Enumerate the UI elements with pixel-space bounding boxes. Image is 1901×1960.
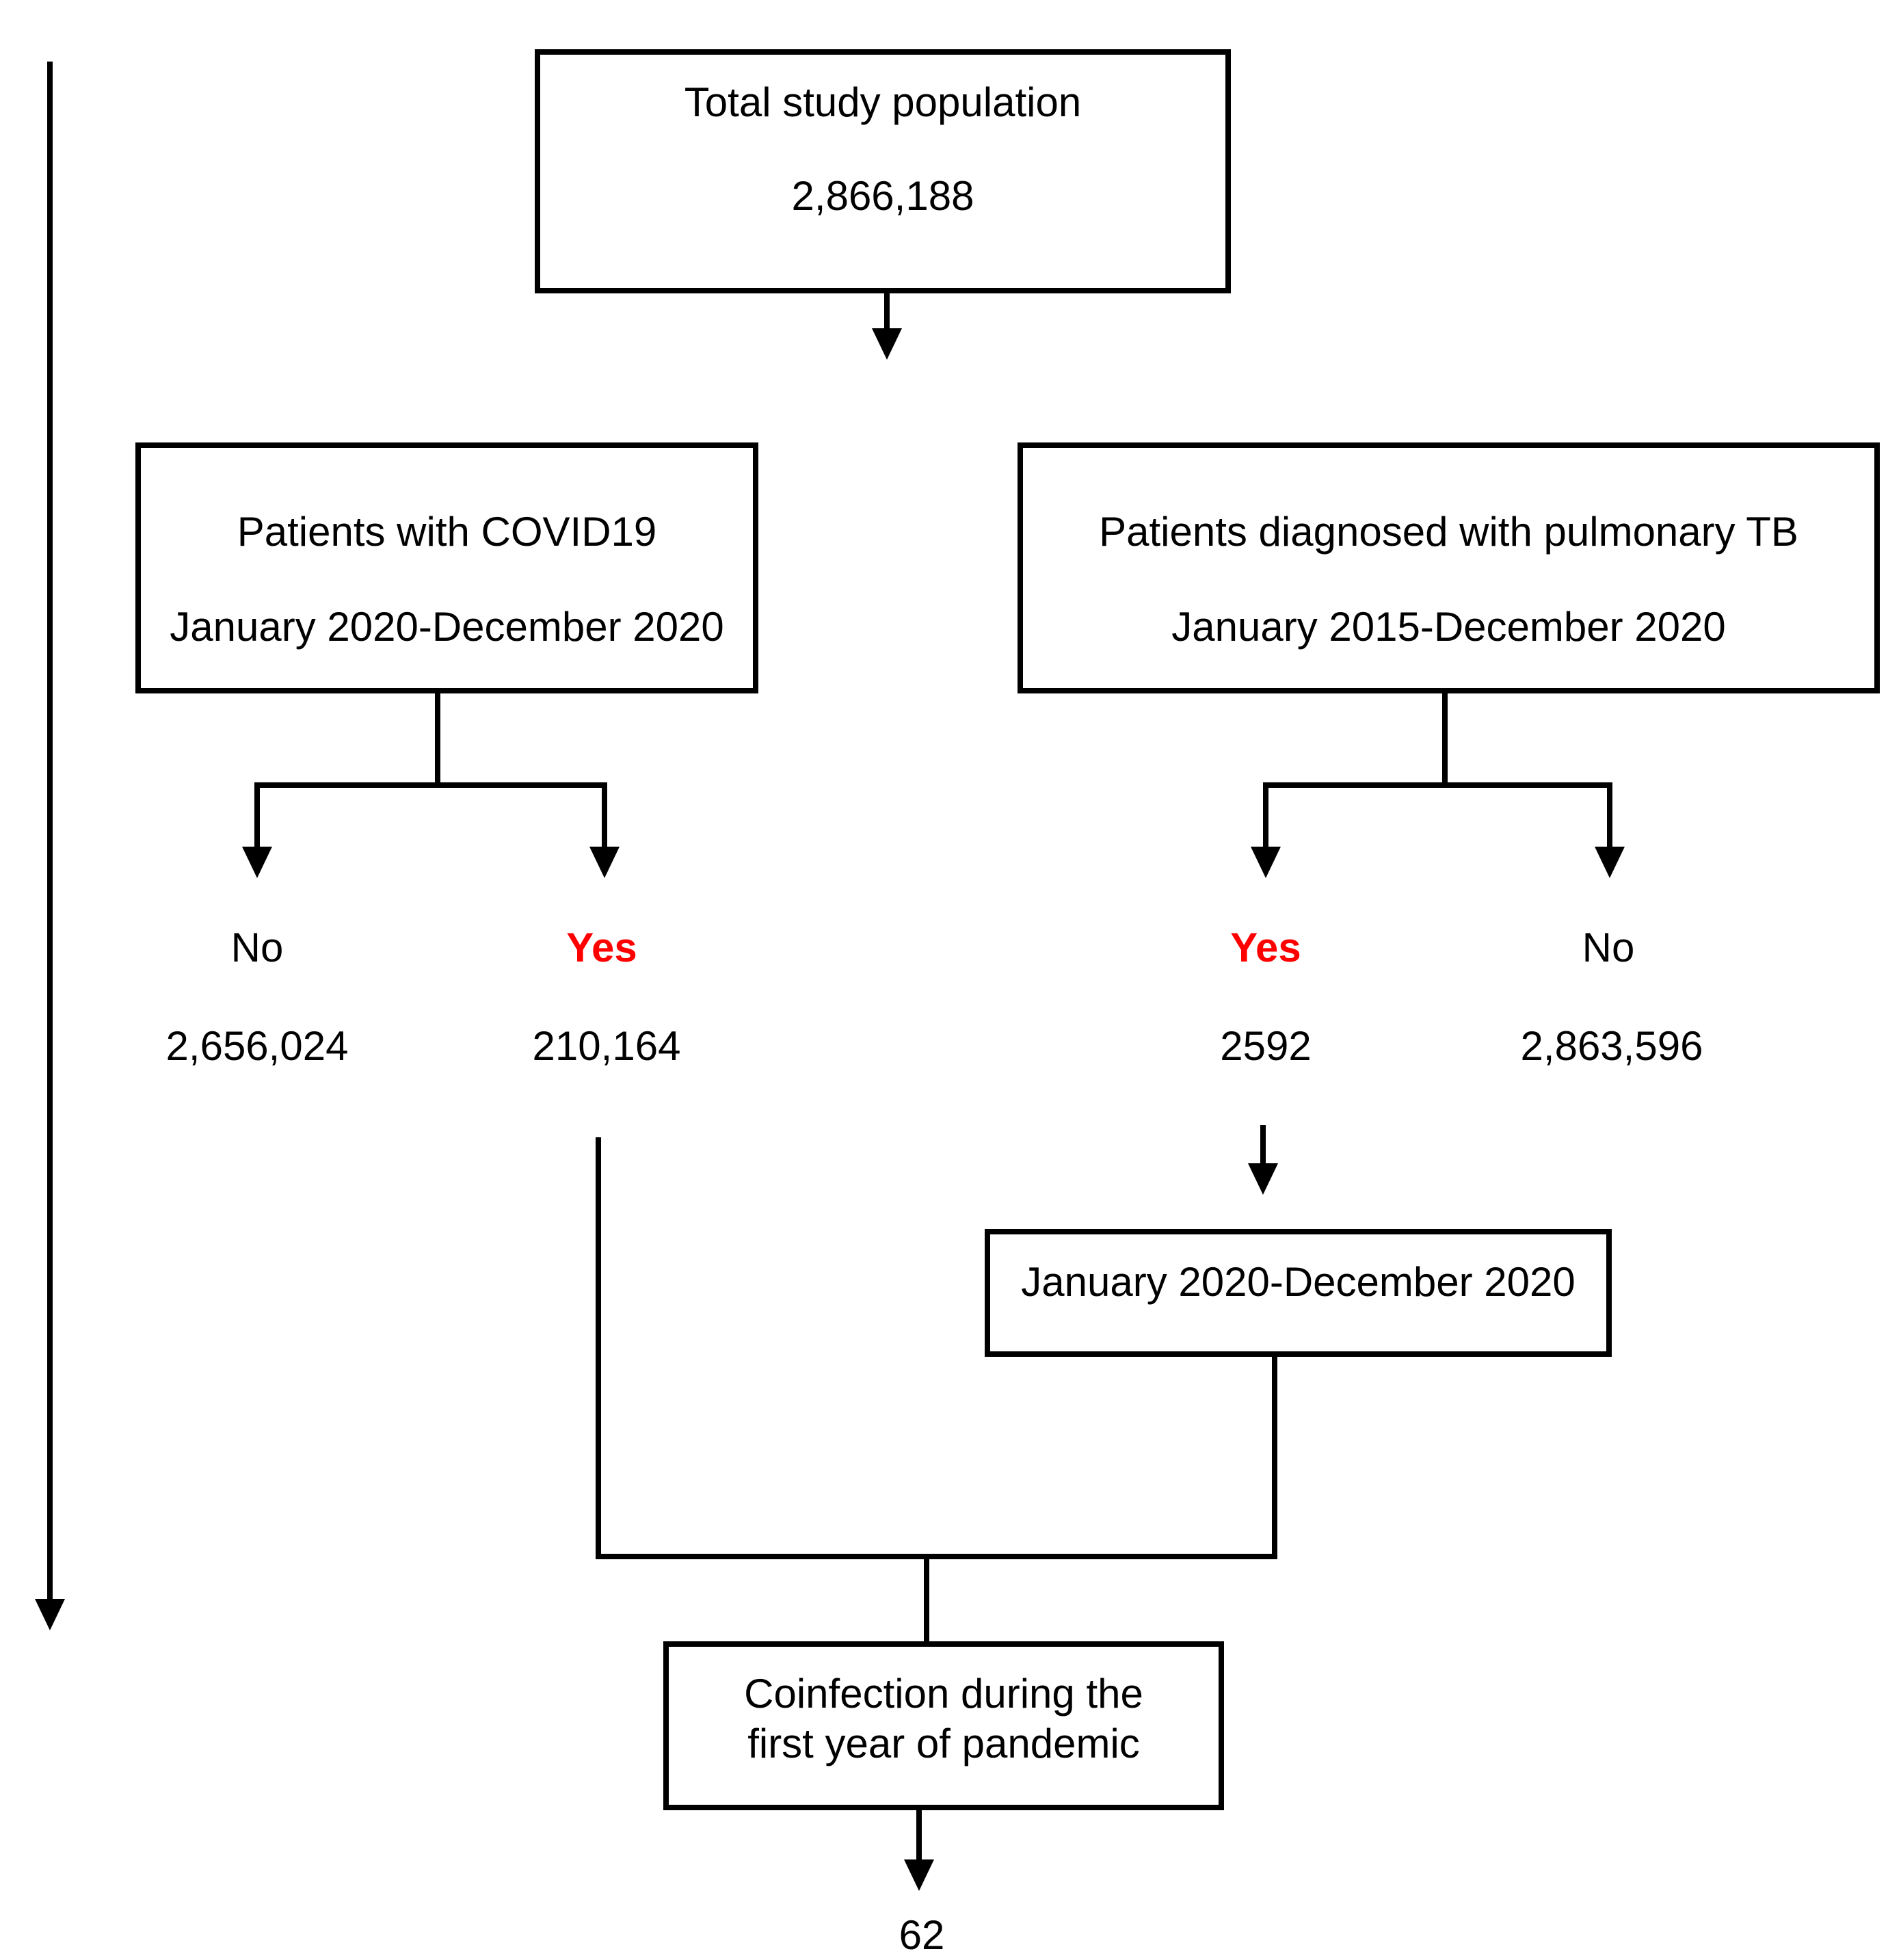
tb-patients-box: Patients diagnosed with pulmonary TB Jan…: [1018, 442, 1880, 693]
tb-box-period: January 2015-December 2020: [1171, 604, 1726, 650]
tb-no-count: 2,863,596: [1520, 1023, 1703, 1069]
arrow-down-icon: [35, 1599, 65, 1630]
covid-yes-label: Yes: [566, 925, 637, 970]
arrow-down-icon: [1251, 847, 1281, 878]
total-population-title: Total study population: [684, 79, 1082, 125]
tb-yes-label: Yes: [1230, 925, 1301, 970]
coinfection-count: 62: [899, 1912, 945, 1958]
total-to-row2-arrow-line: [884, 293, 890, 331]
tb-branch-stem-line: [1442, 693, 1448, 787]
join-horizontal-line: [596, 1554, 1277, 1559]
covid-box-period: January 2020-December 2020: [170, 604, 724, 650]
tb-box-title: Patients diagnosed with pulmonary TB: [1099, 509, 1798, 555]
total-population-value: 2,866,188: [791, 173, 974, 219]
covid-box-title: Patients with COVID19: [237, 509, 657, 555]
covid-yes-drop-line: [602, 782, 607, 848]
coinfection-box: Coinfection during the first year of pan…: [663, 1641, 1224, 1810]
total-population-box: Total study population 2,866,188: [535, 49, 1231, 293]
covid-patients-box: Patients with COVID19 January 2020-Decem…: [135, 442, 758, 693]
coinfection-box-line1: Coinfection during the: [744, 1671, 1143, 1717]
arrow-down-icon: [1595, 847, 1625, 878]
covidyes-join-line: [596, 1137, 601, 1559]
tb-yes-count: 2592: [1220, 1023, 1312, 1069]
period-box: January 2020-December 2020: [985, 1229, 1612, 1357]
arrow-down-icon: [589, 847, 620, 878]
covid-no-drop-line: [254, 782, 260, 848]
period-join-line: [1272, 1357, 1277, 1559]
tb-yes-drop-line: [1263, 782, 1268, 848]
tb-branch-horizontal-line: [1263, 782, 1612, 788]
timeline-arrow-line: [47, 62, 53, 1602]
covid-branch-horizontal-line: [254, 782, 607, 788]
covid-no-label: No: [230, 925, 284, 970]
covid-no-count: 2,656,024: [165, 1023, 349, 1069]
covid-branch-stem-line: [435, 693, 440, 787]
covid-yes-count: 210,164: [532, 1023, 681, 1069]
tbyes-to-period-arrow-line: [1260, 1125, 1266, 1166]
coinfection-box-line2: first year of pandemic: [747, 1721, 1140, 1766]
tb-no-label: No: [1582, 925, 1635, 970]
coinfection-result-arrow-line: [916, 1810, 922, 1862]
arrow-down-icon: [872, 328, 902, 360]
arrow-down-icon: [242, 847, 272, 878]
period-box-label: January 2020-December 2020: [1021, 1259, 1576, 1305]
arrow-down-icon: [904, 1859, 934, 1891]
arrow-down-icon: [1248, 1163, 1278, 1195]
tb-no-drop-line: [1607, 782, 1612, 848]
join-to-coinfection-line: [924, 1554, 929, 1641]
